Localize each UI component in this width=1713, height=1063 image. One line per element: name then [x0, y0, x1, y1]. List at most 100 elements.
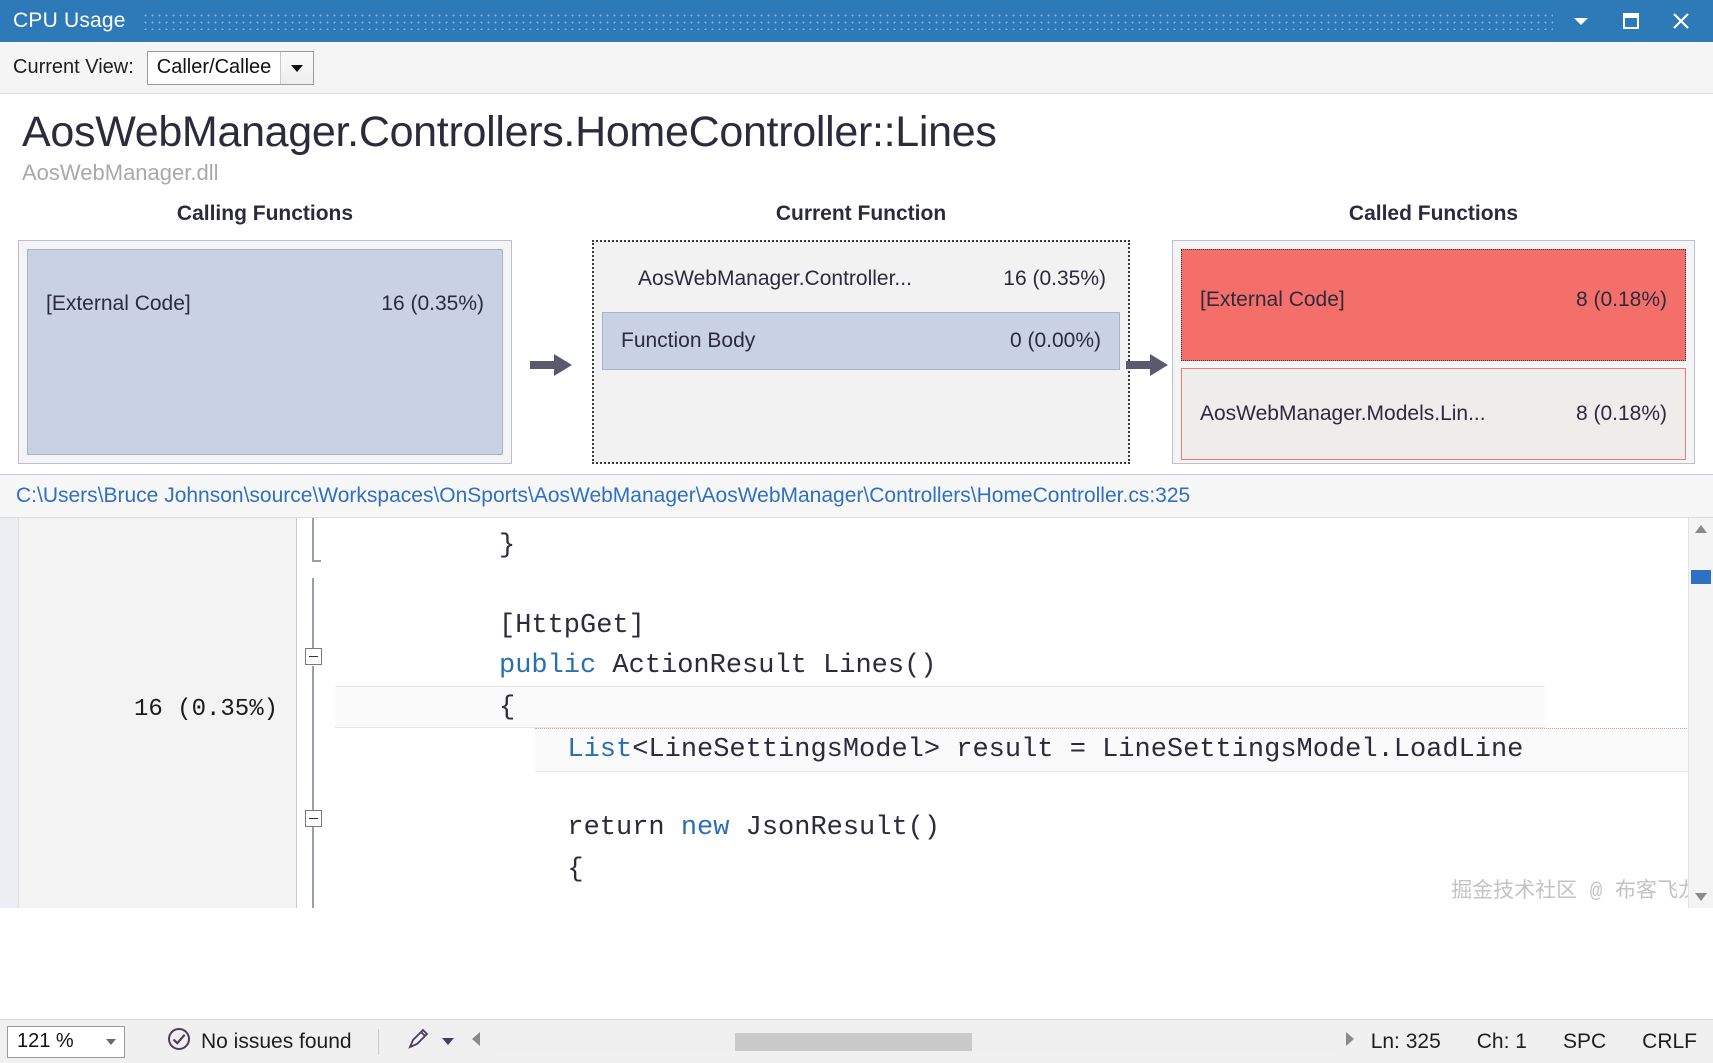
arrow-right-icon — [1126, 350, 1170, 380]
scroll-down-icon[interactable] — [1689, 886, 1713, 908]
statement-highlight-box — [335, 686, 1545, 729]
code-line: [HttpGet] — [499, 606, 645, 646]
node-value: 8 (0.18%) — [1575, 402, 1667, 426]
code-token: } — [499, 531, 516, 562]
calling-functions-panel: [External Code] 16 (0.35%) — [18, 240, 512, 465]
function-body-node[interactable]: Function Body 0 (0.00%) — [602, 312, 1120, 371]
current-function-title: Current Function — [775, 202, 947, 226]
code-token: [HttpGet] — [499, 611, 645, 642]
scroll-left-icon[interactable] — [469, 1030, 483, 1053]
close-icon[interactable] — [1669, 9, 1693, 33]
called-function-node-models[interactable]: AosWebManager.Models.Lin... 8 (0.18%) — [1181, 368, 1686, 461]
scrollbar-thumb[interactable] — [1691, 570, 1711, 585]
node-label: AosWebManager.Controller... — [638, 267, 912, 291]
called-function-node-external[interactable]: [External Code] 8 (0.18%) — [1181, 249, 1686, 362]
outline-line — [312, 828, 314, 909]
node-value: 8 (0.18%) — [1575, 288, 1667, 312]
window-titlebar: CPU Usage — [0, 0, 1713, 42]
code-line: List<LineSettingsModel> result = LineSet… — [535, 730, 1523, 770]
code-token-keyword: new — [680, 813, 730, 844]
function-header: AosWebManager.Controllers.HomeController… — [0, 94, 1713, 187]
outline-line — [312, 578, 314, 657]
page-title: AosWebManager.Controllers.HomeController… — [22, 108, 997, 156]
checkmark-shield-icon — [167, 1027, 191, 1057]
node-label: [External Code] — [46, 292, 191, 316]
code-line: } — [499, 526, 515, 566]
current-view-value: Caller/Callee — [156, 56, 272, 78]
code-line: public ActionResult Lines() — [499, 646, 936, 686]
calling-function-node[interactable]: [External Code] 16 (0.35%) — [27, 249, 503, 456]
code-token: JsonResult() — [729, 813, 941, 844]
window-controls — [1569, 9, 1713, 33]
code-editor[interactable]: 16 (0.35%) } [HttpGet] public ActionResu… — [0, 518, 1713, 909]
source-file-path[interactable]: C:\Users\Bruce Johnson\source\Workspaces… — [16, 484, 1191, 508]
node-value: 16 (0.35%) — [1003, 267, 1106, 291]
module-name: AosWebManager.dll — [22, 160, 219, 186]
node-label: AosWebManager.Models.Lin... — [1200, 402, 1486, 426]
issues-label: No issues found — [201, 1029, 352, 1053]
watermark-text: 掘金技术社区 @ 布客飞龙 — [1451, 881, 1699, 905]
current-function-node[interactable]: AosWebManager.Controller... 16 (0.35%) — [602, 250, 1120, 308]
view-toolbar: Current View: Caller/Callee — [0, 42, 1713, 94]
code-line: { — [535, 850, 584, 890]
outline-line — [312, 518, 314, 561]
source-path-bar[interactable]: C:\Users\Bruce Johnson\source\Workspaces… — [0, 474, 1713, 519]
current-view-label: Current View: — [13, 56, 134, 78]
code-line: return new JsonResult() — [535, 808, 940, 848]
gutter-cpu-value: 16 (0.35%) — [133, 696, 278, 724]
line-ending-status[interactable]: CRLF — [1642, 1029, 1697, 1053]
outline-collapse-toggle[interactable] — [305, 810, 322, 828]
code-token: return — [535, 813, 681, 844]
column-number-status: Ch: 1 — [1476, 1029, 1527, 1053]
arrow-right-icon — [530, 350, 574, 380]
code-token: { — [499, 693, 516, 724]
maximize-icon[interactable] — [1619, 9, 1643, 33]
code-token: ActionResult Lines() — [596, 651, 937, 682]
scroll-right-icon[interactable] — [1343, 1030, 1357, 1053]
node-value: 16 (0.35%) — [381, 292, 484, 316]
editor-perf-gutter: 16 (0.35%) — [19, 518, 297, 909]
code-token-keyword: public — [499, 651, 597, 682]
status-divider — [377, 1028, 379, 1055]
indent-mode-status[interactable]: SPC — [1562, 1029, 1607, 1053]
line-number-status: Ln: 325 — [1370, 1029, 1441, 1053]
editor-code-surface[interactable]: } [HttpGet] public ActionResult Lines() … — [329, 518, 1713, 908]
hot-line-highlight-box — [535, 728, 1713, 773]
node-value: 0 (0.00%) — [1009, 329, 1101, 353]
current-function-panel: AosWebManager.Controller... 16 (0.35%) F… — [592, 240, 1130, 465]
called-functions-title: Called Functions — [1348, 202, 1519, 226]
code-token: { — [535, 855, 584, 886]
called-functions-panel: [External Code] 8 (0.18%) AosWebManager.… — [1172, 240, 1695, 465]
outline-line — [312, 666, 314, 829]
scrollbar-thumb[interactable] — [735, 1032, 972, 1051]
chevron-down-icon[interactable] — [280, 51, 314, 84]
current-view-select[interactable]: Caller/Callee — [146, 50, 315, 85]
horizontal-scrollbar[interactable] — [469, 1030, 1357, 1053]
outline-dash — [312, 560, 321, 563]
titlebar-drag-handle[interactable] — [141, 12, 1553, 30]
code-token-type: List — [535, 735, 633, 766]
node-label: Function Body — [621, 329, 756, 353]
editor-tool-menu[interactable] — [405, 1026, 455, 1057]
pen-icon[interactable] — [405, 1026, 431, 1057]
editor-indicator-strip — [0, 518, 19, 909]
chevron-down-icon[interactable] — [441, 1033, 455, 1051]
outline-collapse-toggle[interactable] — [305, 648, 322, 666]
zoom-level-value: 121 % — [17, 1030, 74, 1052]
editor-outline-margin[interactable] — [297, 518, 329, 909]
window-title: CPU Usage — [13, 9, 126, 32]
caller-callee-diagram: Calling Functions Current Function Calle… — [0, 202, 1713, 474]
code-line: { — [499, 688, 515, 728]
scrollbar-track[interactable] — [490, 1030, 1335, 1053]
scroll-up-icon[interactable] — [1689, 518, 1713, 540]
code-token: <LineSettingsModel> result = LineSetting… — [632, 735, 1524, 766]
chevron-down-icon[interactable] — [98, 1037, 124, 1047]
status-bar: 121 % No issues found — [0, 1019, 1713, 1063]
calling-functions-title: Calling Functions — [176, 202, 354, 226]
node-label: [External Code] — [1200, 288, 1345, 312]
caret-status-group: Ln: 325 Ch: 1 SPC CRLF — [1371, 1030, 1713, 1054]
zoom-level-select[interactable]: 121 % — [7, 1025, 125, 1058]
issues-status[interactable]: No issues found — [167, 1027, 352, 1057]
chevron-down-icon[interactable] — [1569, 9, 1593, 33]
editor-vertical-scrollbar[interactable] — [1688, 518, 1713, 909]
